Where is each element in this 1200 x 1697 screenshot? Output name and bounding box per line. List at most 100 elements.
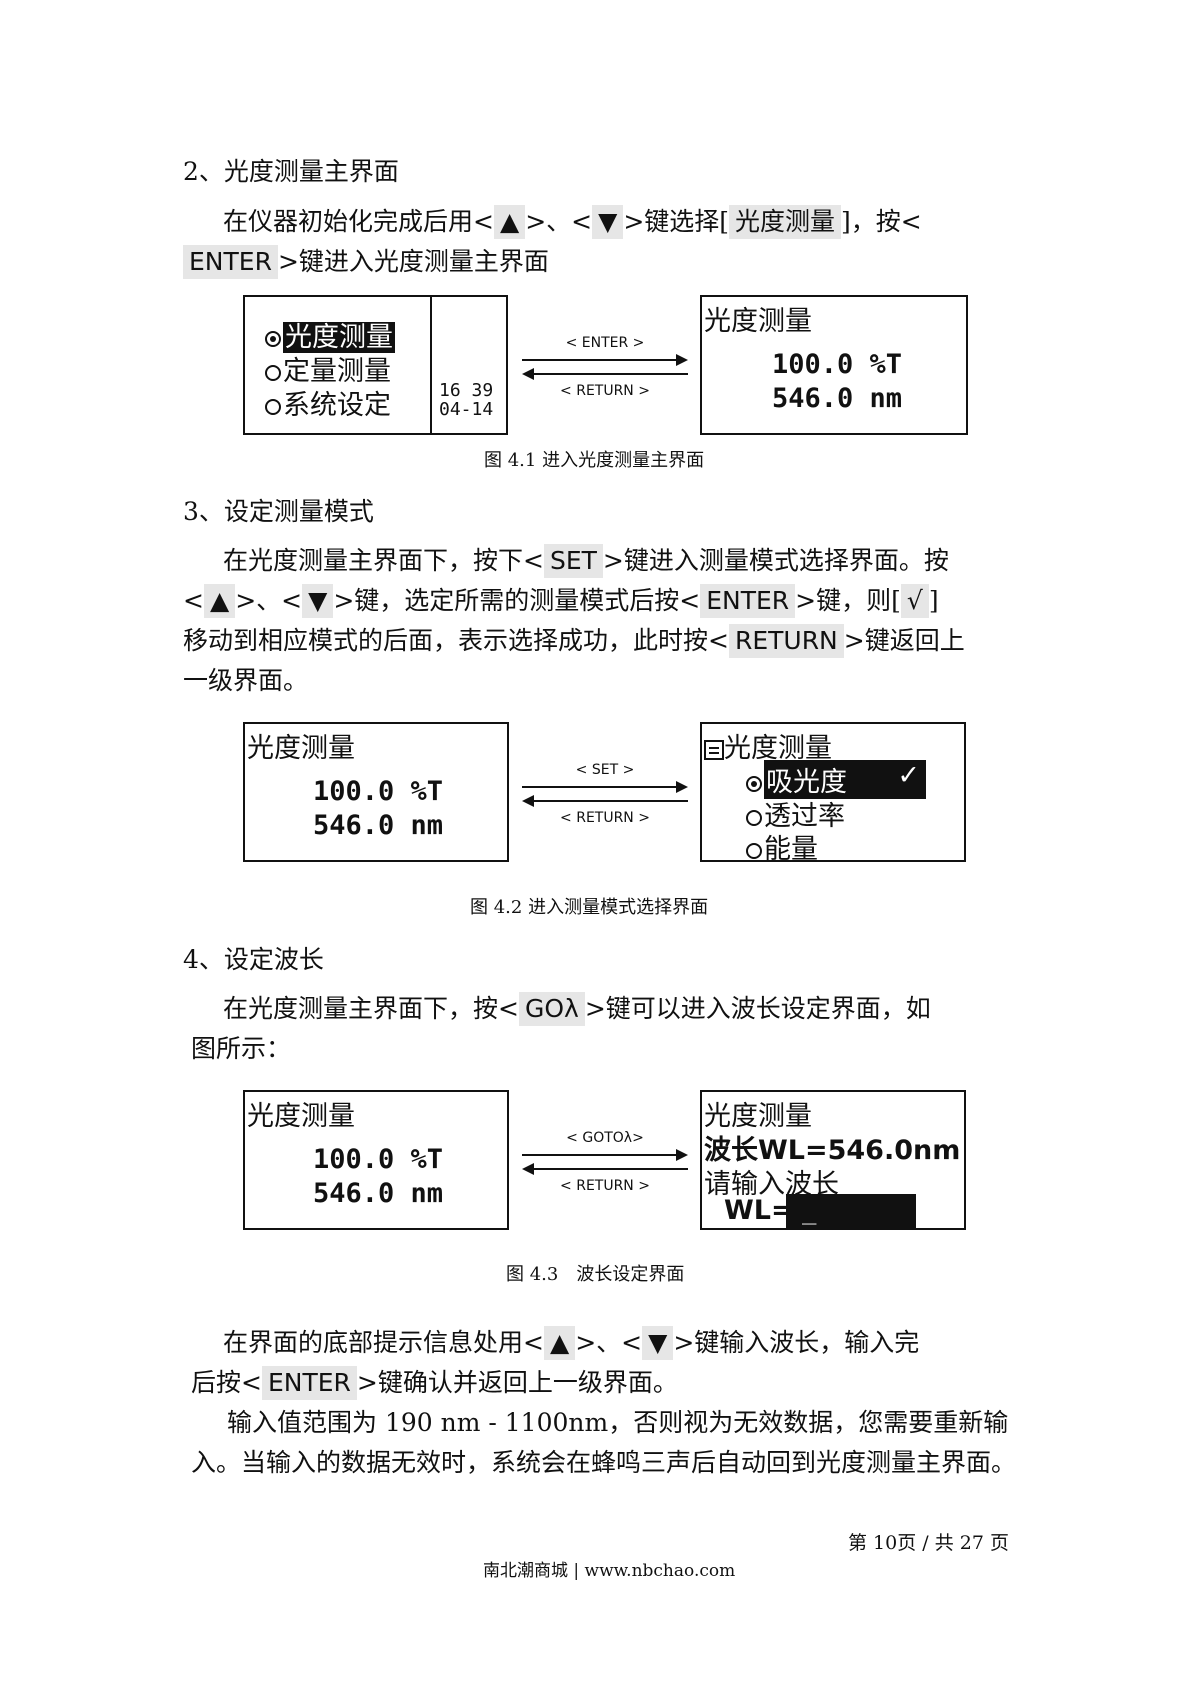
radio-icon xyxy=(265,398,281,415)
text: >键可以进入波长设定界面，如 xyxy=(584,994,931,1023)
lcd-title-row: 光度测量 xyxy=(704,726,832,765)
lcd-title: 光度测量 xyxy=(247,1101,355,1132)
menu-icon xyxy=(704,739,724,760)
text: < xyxy=(183,586,204,615)
paragraph-s2-line2: ENTER>键进入光度测量主界面 xyxy=(183,242,1033,282)
text: >键确认并返回上一级界面。 xyxy=(356,1368,678,1397)
wl-label: WL= xyxy=(724,1195,794,1226)
lcd-title: 光度测量 xyxy=(704,1101,812,1132)
radio-icon xyxy=(746,809,762,826)
section-heading-2: 2、光度测量主界面 xyxy=(183,157,399,186)
radio-icon xyxy=(746,842,762,859)
lcd-main-menu: 光度测量 定量测量 系统设定 16 39 04-14 xyxy=(243,295,508,435)
arrow-pair-1 xyxy=(520,333,690,393)
lcd-photometric-left: 光度测量 100.0 %T 546.0 nm xyxy=(243,722,509,862)
text: >键，选定所需的测量模式后按< xyxy=(333,586,701,615)
text: ]，按< xyxy=(841,207,922,236)
text: >键输入波长，输入完 xyxy=(673,1328,920,1357)
radio-selected-icon xyxy=(746,775,762,792)
clock: 16 39 04-14 xyxy=(439,381,493,419)
mode-item-absorbance: 吸光度 ✓ xyxy=(746,760,928,799)
mode-item-energy: 能量 xyxy=(746,827,818,866)
text: >键进入光度测量主界面 xyxy=(277,247,549,276)
arrows-icon xyxy=(522,354,688,380)
figure-caption-1: 图 4.1 进入光度测量主界面 xyxy=(484,450,705,471)
menu-label: 系统设定 xyxy=(283,390,391,421)
text: 在界面的底部提示信息处用< xyxy=(223,1328,544,1357)
text: >键选择[ xyxy=(623,207,730,236)
key-up: ▲ xyxy=(203,584,236,618)
key-menu-item: 光度测量 xyxy=(729,205,842,239)
footer-site: 南北潮商城 | www.nbchao.com xyxy=(483,1561,736,1581)
text: >、< xyxy=(575,1328,643,1357)
figure-caption-2: 图 4.2 进入测量模式选择界面 xyxy=(470,897,709,918)
paragraph-s3-line1: 在光度测量主界面下，按下<SET>键进入测量模式选择界面。按 xyxy=(223,541,1043,581)
arrow-label-enter: < ENTER > xyxy=(565,335,645,351)
key-down: ▼ xyxy=(302,584,334,618)
paragraph-s3-line4: 一级界面。 xyxy=(183,666,309,695)
paragraph-s2: 在仪器初始化完成后用<▲>、<▼>键选择[光度测量]，按< xyxy=(223,202,1043,242)
paragraph-s5-range: 输入值范围为 190 nm - 1100nm，否则视为无效数据，您需要重新输入。… xyxy=(191,1408,1017,1477)
radio-icon xyxy=(265,364,281,381)
section-heading-3: 3、设定测量模式 xyxy=(183,497,374,526)
arrows-icon xyxy=(522,1149,688,1175)
menu-label: 定量测量 xyxy=(283,356,391,387)
mode-item-transmittance: 透过率 xyxy=(746,794,845,833)
arrow-pair-3 xyxy=(520,1128,690,1188)
text: >、< xyxy=(235,586,303,615)
text: 在光度测量主界面下，按< xyxy=(223,994,519,1023)
lcd-value-nm: 546.0 nm xyxy=(313,1178,444,1209)
arrow-pair-2 xyxy=(520,760,690,820)
text: >键，则[ xyxy=(795,586,901,615)
key-return: RETURN xyxy=(728,624,844,658)
paragraph-s4-line2: 图所示： xyxy=(191,1034,292,1063)
lcd-wavelength-set: 光度测量 波长WL=546.0nm 请输入波长 WL= _ xyxy=(700,1090,966,1230)
paragraph-s4-line1: 在光度测量主界面下，按<GOλ>键可以进入波长设定界面，如 xyxy=(223,989,1043,1029)
lcd-mode-select: 光度测量 吸光度 ✓ 透过率 能量 xyxy=(700,722,966,865)
lcd-value-t: 100.0 %T xyxy=(313,776,444,807)
page-number: 第 10页 / 共 27 页 xyxy=(848,1532,1009,1554)
radio-selected-icon xyxy=(265,330,281,347)
mode-label: 吸光度 xyxy=(766,767,847,798)
menu-item-2: 定量测量 xyxy=(265,349,391,388)
text: >、< xyxy=(525,207,593,236)
key-down: ▼ xyxy=(642,1326,674,1360)
key-enter: ENTER xyxy=(700,584,796,618)
clock-time: 16 39 xyxy=(439,380,494,401)
clock-date: 04-14 xyxy=(439,399,494,420)
lcd-value-t: 100.0 %T xyxy=(772,349,903,380)
key-go-lambda: GOλ xyxy=(518,992,585,1026)
arrow-label-set: < SET > xyxy=(575,762,635,778)
lcd-current-wl: 波长WL=546.0nm xyxy=(704,1135,961,1166)
text: 移动到相应模式的后面，表示选择成功，此时按< xyxy=(183,626,729,655)
arrow-label-return: < RETURN > xyxy=(560,1178,650,1194)
mode-label: 能量 xyxy=(764,834,818,865)
key-up: ▲ xyxy=(493,205,526,239)
key-down: ▼ xyxy=(592,205,624,239)
check-icon: ✓ xyxy=(897,760,920,791)
lcd-divider xyxy=(430,297,432,433)
lcd-title: 光度测量 xyxy=(704,306,812,337)
text: >键进入测量模式选择界面。按 xyxy=(602,546,949,575)
key-check: √ xyxy=(900,584,929,618)
key-enter: ENTER xyxy=(183,245,278,279)
menu-label: 光度测量 xyxy=(283,322,395,353)
text: ] xyxy=(928,586,939,615)
lcd-title: 光度测量 xyxy=(724,733,832,764)
paragraph-s5-line1: 在界面的底部提示信息处用<▲>、<▼>键输入波长，输入完 xyxy=(223,1323,1043,1363)
key-up: ▲ xyxy=(543,1326,576,1360)
wl-input[interactable]: _ xyxy=(786,1194,916,1228)
paragraph-s5-line2: 后按<ENTER>键确认并返回上一级界面。 xyxy=(191,1363,1041,1403)
figure-caption-3: 图 4.3 波长设定界面 xyxy=(506,1264,685,1285)
arrow-label-return: < RETURN > xyxy=(560,383,650,399)
key-set: SET xyxy=(543,544,603,578)
menu-item-1: 光度测量 xyxy=(265,315,395,354)
lcd-photometric-left-3: 光度测量 100.0 %T 546.0 nm xyxy=(243,1090,509,1230)
text: 在仪器初始化完成后用< xyxy=(223,207,494,236)
lcd-value-t: 100.0 %T xyxy=(313,1144,444,1175)
text: 在光度测量主界面下，按下< xyxy=(223,546,544,575)
text: >键返回上 xyxy=(843,626,965,655)
arrows-icon xyxy=(522,781,688,807)
menu-item-3: 系统设定 xyxy=(265,383,391,422)
paragraph-s3-line2: <▲>、<▼>键，选定所需的测量模式后按<ENTER>键，则[√] xyxy=(183,581,1033,621)
